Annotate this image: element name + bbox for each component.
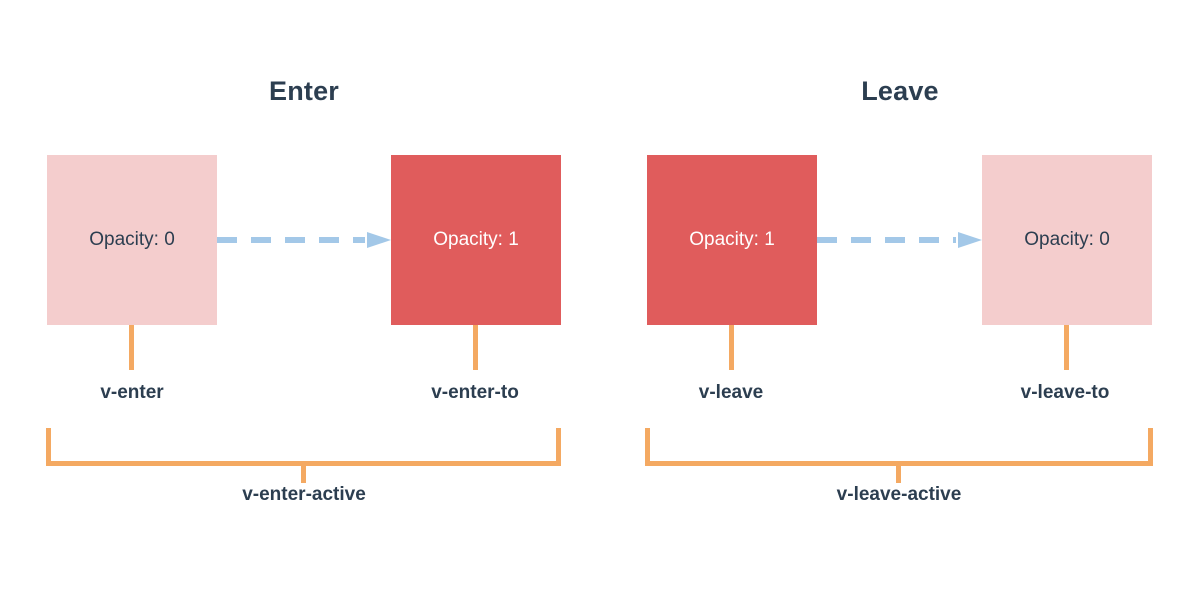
class-label-v-enter: v-enter xyxy=(100,382,164,403)
arrow-line xyxy=(217,237,365,243)
class-label-v-leave-to: v-leave-to xyxy=(1020,382,1110,403)
class-label-v-leave-active: v-leave-active xyxy=(836,484,962,505)
connector-stem-v-leave-to xyxy=(1064,325,1069,370)
class-label-v-enter-to: v-enter-to xyxy=(431,382,519,403)
state-box-label: Opacity: 1 xyxy=(433,229,519,250)
bracket-stem-v-enter-active xyxy=(301,465,306,483)
connector-stem-v-enter xyxy=(129,325,134,370)
state-box-label: Opacity: 0 xyxy=(1024,229,1110,250)
state-box-v-leave-to: Opacity: 0 xyxy=(982,155,1152,325)
state-box-v-enter: Opacity: 0 xyxy=(47,155,217,325)
connector-stem-v-leave xyxy=(729,325,734,370)
state-box-v-enter-to: Opacity: 1 xyxy=(391,155,561,325)
class-label-v-leave: v-leave xyxy=(698,382,764,403)
dashed-arrow-right-icon-leave xyxy=(817,232,982,248)
connector-stem-v-enter-to xyxy=(473,325,478,370)
arrow-head xyxy=(958,232,982,248)
arrow-head xyxy=(367,232,391,248)
section-title-leave: Leave xyxy=(861,76,939,106)
bracket-stem-v-leave-active xyxy=(896,465,901,483)
state-box-v-leave: Opacity: 1 xyxy=(647,155,817,325)
dashed-arrow-right-icon-enter xyxy=(217,232,391,248)
arrow-line xyxy=(817,237,956,243)
class-label-v-enter-active: v-enter-active xyxy=(242,484,366,505)
section-title-enter: Enter xyxy=(268,76,340,106)
state-box-label: Opacity: 1 xyxy=(689,229,775,250)
bracket-v-enter-active xyxy=(46,428,561,466)
state-box-label: Opacity: 0 xyxy=(89,229,175,250)
bracket-v-leave-active xyxy=(645,428,1153,466)
